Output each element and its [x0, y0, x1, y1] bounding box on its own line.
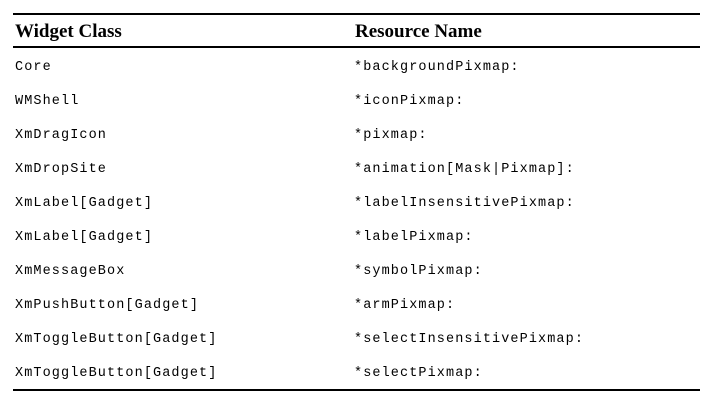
table-row: XmMessageBox *symbolPixmap:	[0, 262, 714, 286]
cell-resource-name: *selectInsensitivePixmap:	[354, 332, 585, 347]
table-row: WMShell *iconPixmap:	[0, 92, 714, 116]
cell-resource-name: *animation[Mask|Pixmap]:	[354, 162, 575, 177]
cell-resource-name: *iconPixmap:	[354, 94, 465, 109]
table-top-rule	[13, 13, 700, 15]
cell-resource-name: *armPixmap:	[354, 298, 456, 313]
cell-widget-class: WMShell	[15, 94, 80, 109]
table-row: XmDropSite *animation[Mask|Pixmap]:	[0, 160, 714, 184]
cell-widget-class: XmDragIcon	[15, 128, 108, 143]
cell-widget-class: XmLabel[Gadget]	[15, 196, 154, 211]
cell-resource-name: *pixmap:	[354, 128, 428, 143]
cell-resource-name: *symbolPixmap:	[354, 264, 483, 279]
column-header-widget-class: Widget Class	[15, 21, 122, 42]
cell-widget-class: XmLabel[Gadget]	[15, 230, 154, 245]
cell-resource-name: *selectPixmap:	[354, 366, 483, 381]
table-row: XmToggleButton[Gadget] *selectPixmap:	[0, 364, 714, 388]
table-bottom-rule	[13, 389, 700, 391]
table-header-rule	[13, 46, 700, 48]
cell-resource-name: *labelPixmap:	[354, 230, 474, 245]
cell-widget-class: XmToggleButton[Gadget]	[15, 332, 218, 347]
column-header-resource-name: Resource Name	[355, 21, 482, 42]
cell-widget-class: XmMessageBox	[15, 264, 126, 279]
cell-widget-class: XmToggleButton[Gadget]	[15, 366, 218, 381]
table-row: XmDragIcon *pixmap:	[0, 126, 714, 150]
cell-resource-name: *labelInsensitivePixmap:	[354, 196, 575, 211]
table-row: XmLabel[Gadget] *labelInsensitivePixmap:	[0, 194, 714, 218]
table-row: Core *backgroundPixmap:	[0, 58, 714, 82]
table-row: XmToggleButton[Gadget] *selectInsensitive…	[0, 330, 714, 354]
cell-widget-class: Core	[15, 60, 52, 75]
table-header-row: Widget Class Resource Name	[0, 20, 714, 46]
cell-resource-name: *backgroundPixmap:	[354, 60, 520, 75]
table-row: XmLabel[Gadget] *labelPixmap:	[0, 228, 714, 252]
table-row: XmPushButton[Gadget] *armPixmap:	[0, 296, 714, 320]
cell-widget-class: XmDropSite	[15, 162, 108, 177]
cell-widget-class: XmPushButton[Gadget]	[15, 298, 200, 313]
